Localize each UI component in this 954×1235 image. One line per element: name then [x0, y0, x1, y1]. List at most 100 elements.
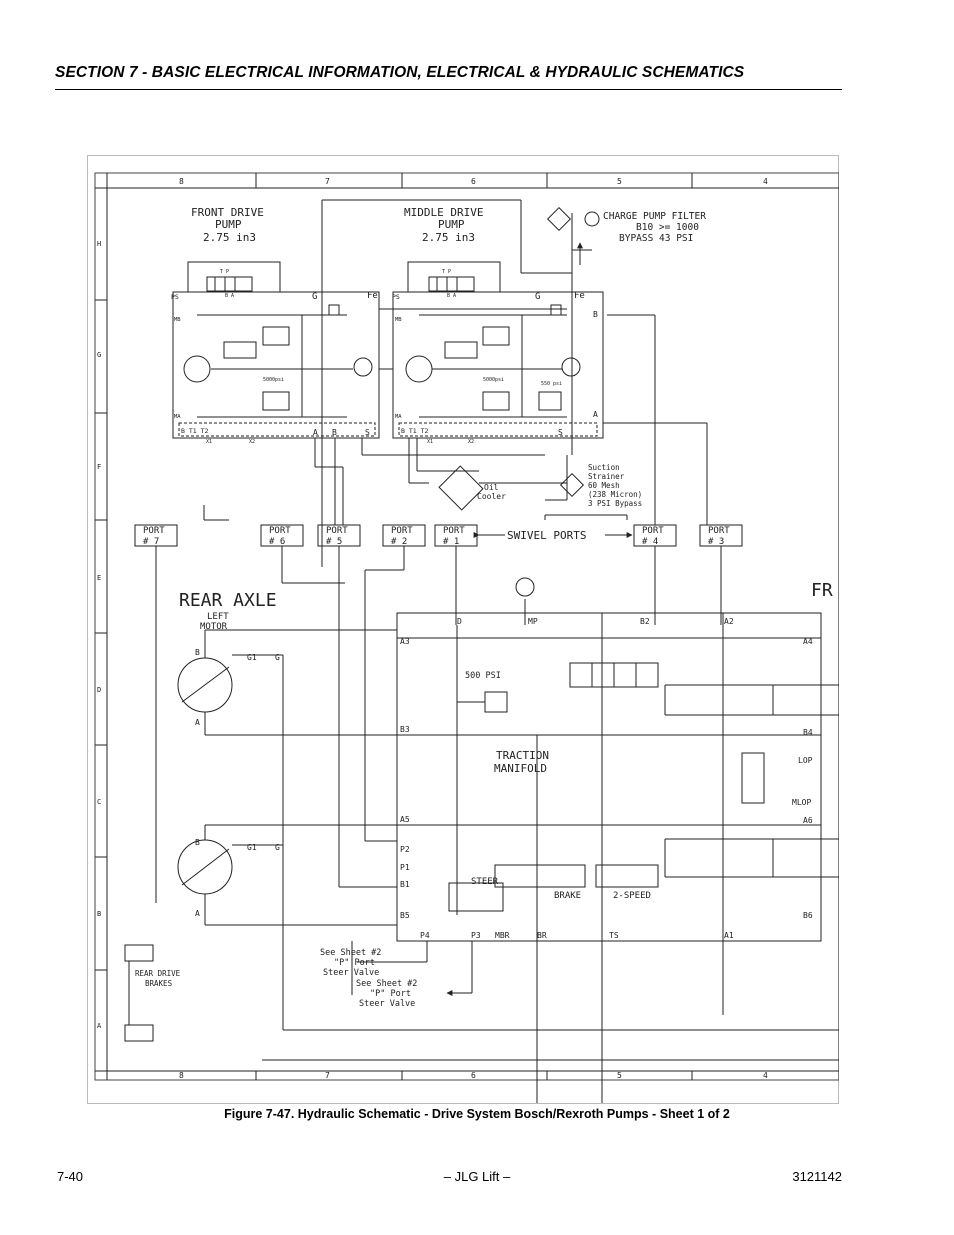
front-pump-a: A	[313, 428, 318, 437]
manifold-p1: P1	[400, 863, 410, 872]
front-charge-pump	[353, 357, 373, 377]
manifold-p2: P2	[400, 845, 410, 854]
two-speed-valve-label: 2-SPEED	[613, 891, 651, 901]
middle-pump-ps: PS	[392, 293, 400, 301]
port-1-num: # 1	[443, 537, 459, 547]
grid-col-4-bottom: 4	[763, 1071, 768, 1080]
grid-row-h: H	[97, 240, 101, 248]
oil-cooler-line-2: Cooler	[477, 492, 506, 501]
frame-inner	[94, 172, 839, 1081]
see-sheet-2-line-3: Steer Valve	[359, 999, 415, 1009]
middle-pump-a: A	[593, 410, 598, 419]
front-pump-fe: Fe	[367, 291, 378, 301]
middle-pump-relief-550: 550 psi	[541, 381, 562, 387]
strainer-line-2: Strainer	[588, 472, 625, 481]
motor-upper-g: G	[275, 653, 280, 662]
rear-axle-label: REAR AXLE	[179, 590, 277, 611]
manifold-d: D	[457, 617, 462, 626]
port-7-label: PORT	[143, 526, 165, 536]
port-7-num: # 7	[143, 537, 159, 547]
middle-pump-b: B	[593, 310, 598, 319]
port-2-num: # 2	[391, 537, 407, 547]
grid-row-e: E	[97, 574, 101, 582]
port-3-num: # 3	[708, 537, 724, 547]
manifold-b4: B4	[803, 728, 813, 737]
front-pump-ma: MA	[174, 414, 181, 420]
manifold-br: BR	[537, 931, 547, 940]
port-4-label: PORT	[642, 526, 664, 536]
charge-pump-filter	[546, 206, 572, 232]
motor-upper-a: A	[195, 718, 200, 727]
strainer-line-3: 60 Mesh	[588, 481, 620, 490]
front-pump-x2: X2	[249, 439, 255, 445]
port-5-label: PORT	[326, 526, 348, 536]
oil-cooler-line-1: Oil	[484, 483, 499, 492]
manifold-b6: B6	[803, 911, 813, 920]
middle-pump-relief: 5000psi	[483, 377, 504, 383]
charge-filter-label-2: B10 >= 1000	[636, 222, 699, 233]
port-6-label: PORT	[269, 526, 291, 536]
oil-cooler	[438, 465, 484, 511]
port-4-num: # 4	[642, 537, 658, 547]
motor-upper-g1: G1	[247, 653, 257, 662]
front-pump-ps: PS	[171, 293, 179, 301]
manifold-b1: B1	[400, 880, 410, 889]
grid-col-7: 7	[325, 177, 330, 186]
lop-valve	[741, 752, 765, 804]
grid-col-8-bottom: 8	[179, 1071, 184, 1080]
middle-pump-x2: X2	[468, 439, 474, 445]
suction-strainer	[559, 472, 585, 498]
see-sheet-1-line-1: See Sheet #2	[320, 948, 381, 958]
grid-row-g: G	[97, 351, 101, 359]
grid-col-8: 8	[179, 177, 184, 186]
manifold-a6: A6	[803, 816, 813, 825]
middle-pump-ma: MA	[395, 414, 402, 420]
port-3-label: PORT	[708, 526, 730, 536]
manifold-p3: P3	[471, 931, 481, 940]
see-sheet-2-line-2: "P" Port	[370, 989, 411, 999]
relief-valve-500psi	[484, 691, 508, 713]
middle-pump-symbol	[405, 355, 433, 383]
see-sheet-1-line-3: Steer Valve	[323, 968, 379, 978]
footer-brand: – JLG Lift –	[443, 1169, 511, 1184]
middle-pump-housing	[392, 291, 604, 439]
middle-pump-size: 2.75 in3	[422, 231, 475, 244]
manifold-mbr: MBR	[495, 931, 510, 940]
left-motor-line-2: MOTOR	[200, 622, 228, 632]
front-pump-btt: B T1 T2	[181, 427, 208, 435]
document-number: 3121142	[792, 1169, 842, 1184]
front-pump-ba: B A	[225, 293, 234, 299]
header-rule	[55, 89, 842, 90]
front-pump-x1: X1	[206, 439, 212, 445]
manifold-a3: A3	[400, 637, 410, 646]
middle-pump-title: MIDDLE DRIVE	[404, 206, 483, 219]
middle-pump-s: S	[558, 428, 563, 437]
steer-valve-label: STEER	[471, 877, 499, 887]
front-pump-relief: 5000psi	[263, 377, 284, 383]
swivel-ports-label: SWIVEL PORTS	[507, 529, 586, 542]
manifold-mp: MP	[528, 617, 538, 626]
grid-col-5-bottom: 5	[617, 1071, 622, 1080]
rear-brake-lower	[124, 1024, 154, 1042]
grid-row-c: C	[97, 798, 101, 806]
middle-pump-btt: B T1 T2	[401, 427, 428, 435]
middle-pump-sub: PUMP	[438, 218, 465, 231]
figure-caption: Figure 7-47. Hydraulic Schematic - Drive…	[224, 1107, 730, 1121]
front-pump-housing	[172, 291, 380, 439]
middle-charge-pump	[561, 357, 581, 377]
port-2-label: PORT	[391, 526, 413, 536]
manifold-a5: A5	[400, 815, 410, 824]
fr-label: FR	[811, 580, 833, 601]
grid-row-b: B	[97, 910, 101, 918]
relief-500psi-label: 500 PSI	[465, 671, 501, 681]
manifold-p4: P4	[420, 931, 430, 940]
rear-drive-brakes-line-1: REAR DRIVE	[135, 969, 181, 978]
grid-col-6: 6	[471, 177, 476, 186]
two-speed-valve	[595, 864, 659, 888]
middle-pump-x1: X1	[427, 439, 433, 445]
traction-manifold	[396, 612, 822, 942]
strainer-line-4: (238 Micron)	[588, 490, 642, 499]
motor-lower-g: G	[275, 843, 280, 852]
manifold-lop: LOP	[798, 756, 813, 765]
motor-upper-b: B	[195, 648, 200, 657]
